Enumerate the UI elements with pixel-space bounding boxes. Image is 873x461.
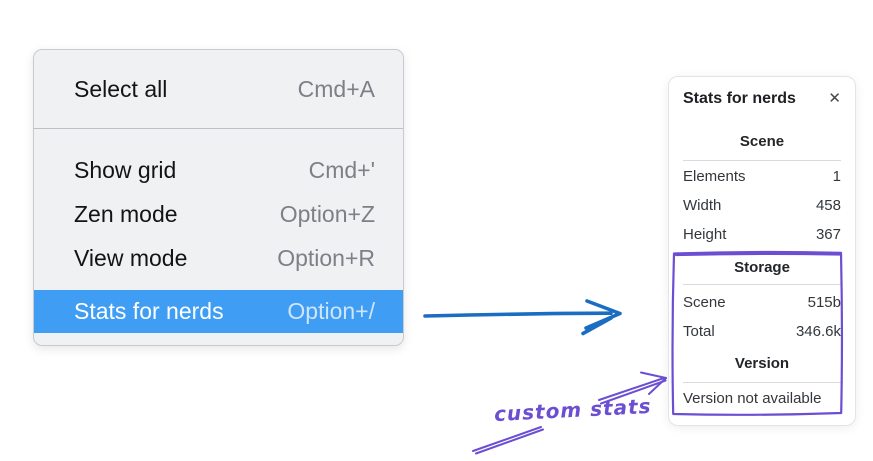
menu-item-select-all[interactable]: Select all Cmd+A: [34, 66, 403, 112]
menu-item-zen-mode[interactable]: Zen mode Option+Z: [34, 191, 403, 237]
stat-label: Total: [683, 323, 715, 340]
version-note: Version not available: [683, 390, 822, 407]
stat-value: 346.6k: [795, 323, 841, 340]
close-icon[interactable]: ✕: [828, 90, 841, 107]
section-divider: [683, 284, 841, 285]
menu-divider: [34, 128, 403, 129]
menu-item-view-mode[interactable]: View mode Option+R: [34, 235, 403, 281]
stat-label: Height: [683, 226, 727, 243]
menu-item-show-grid[interactable]: Show grid Cmd+': [34, 147, 403, 193]
stat-value: 1: [832, 168, 841, 185]
menu-item-label: Show grid: [74, 157, 177, 183]
stats-panel-header: Stats for nerds ✕: [683, 88, 841, 110]
menu-item-stats-for-nerds[interactable]: Stats for nerds Option+/: [34, 290, 403, 333]
stats-panel: Stats for nerds ✕ Scene Elements 1 Width…: [668, 76, 856, 426]
stat-value: 515b: [807, 294, 841, 311]
stat-row-width: Width 458: [683, 195, 841, 216]
stat-label: Width: [683, 197, 722, 214]
custom-stats-annotation-label: custom stats: [493, 393, 653, 427]
stat-row-storage-scene: Scene 515b: [683, 292, 841, 313]
menu-item-label: Select all: [74, 76, 168, 102]
section-heading-scene: Scene: [739, 133, 785, 150]
blue-arrow: [423, 299, 622, 336]
stat-row-elements: Elements 1: [683, 166, 841, 187]
stat-row-height: Height 367: [683, 224, 841, 245]
stat-label: Elements: [683, 168, 746, 185]
menu-item-shortcut: Cmd+': [308, 157, 375, 183]
section-heading-storage: Storage: [734, 259, 790, 276]
stat-value: 458: [815, 197, 841, 214]
section-divider: [683, 160, 841, 161]
menu-item-label: Stats for nerds: [74, 298, 224, 324]
menu-item-shortcut: Cmd+A: [297, 76, 375, 102]
menu-item-shortcut: Option+R: [277, 245, 375, 271]
context-menu: Select all Cmd+A Show grid Cmd+' Zen mod…: [33, 49, 404, 346]
section-divider: [683, 382, 841, 383]
stats-panel-title: Stats for nerds: [683, 90, 796, 107]
menu-item-label: Zen mode: [74, 201, 178, 227]
section-heading-version: Version: [734, 355, 790, 372]
menu-item-label: View mode: [74, 245, 188, 271]
menu-item-shortcut: Option+Z: [279, 201, 375, 227]
stat-value: 367: [815, 226, 841, 243]
stat-label: Scene: [683, 294, 726, 311]
menu-item-shortcut: Option+/: [287, 298, 375, 324]
stat-row-storage-total: Total 346.6k: [683, 321, 841, 342]
